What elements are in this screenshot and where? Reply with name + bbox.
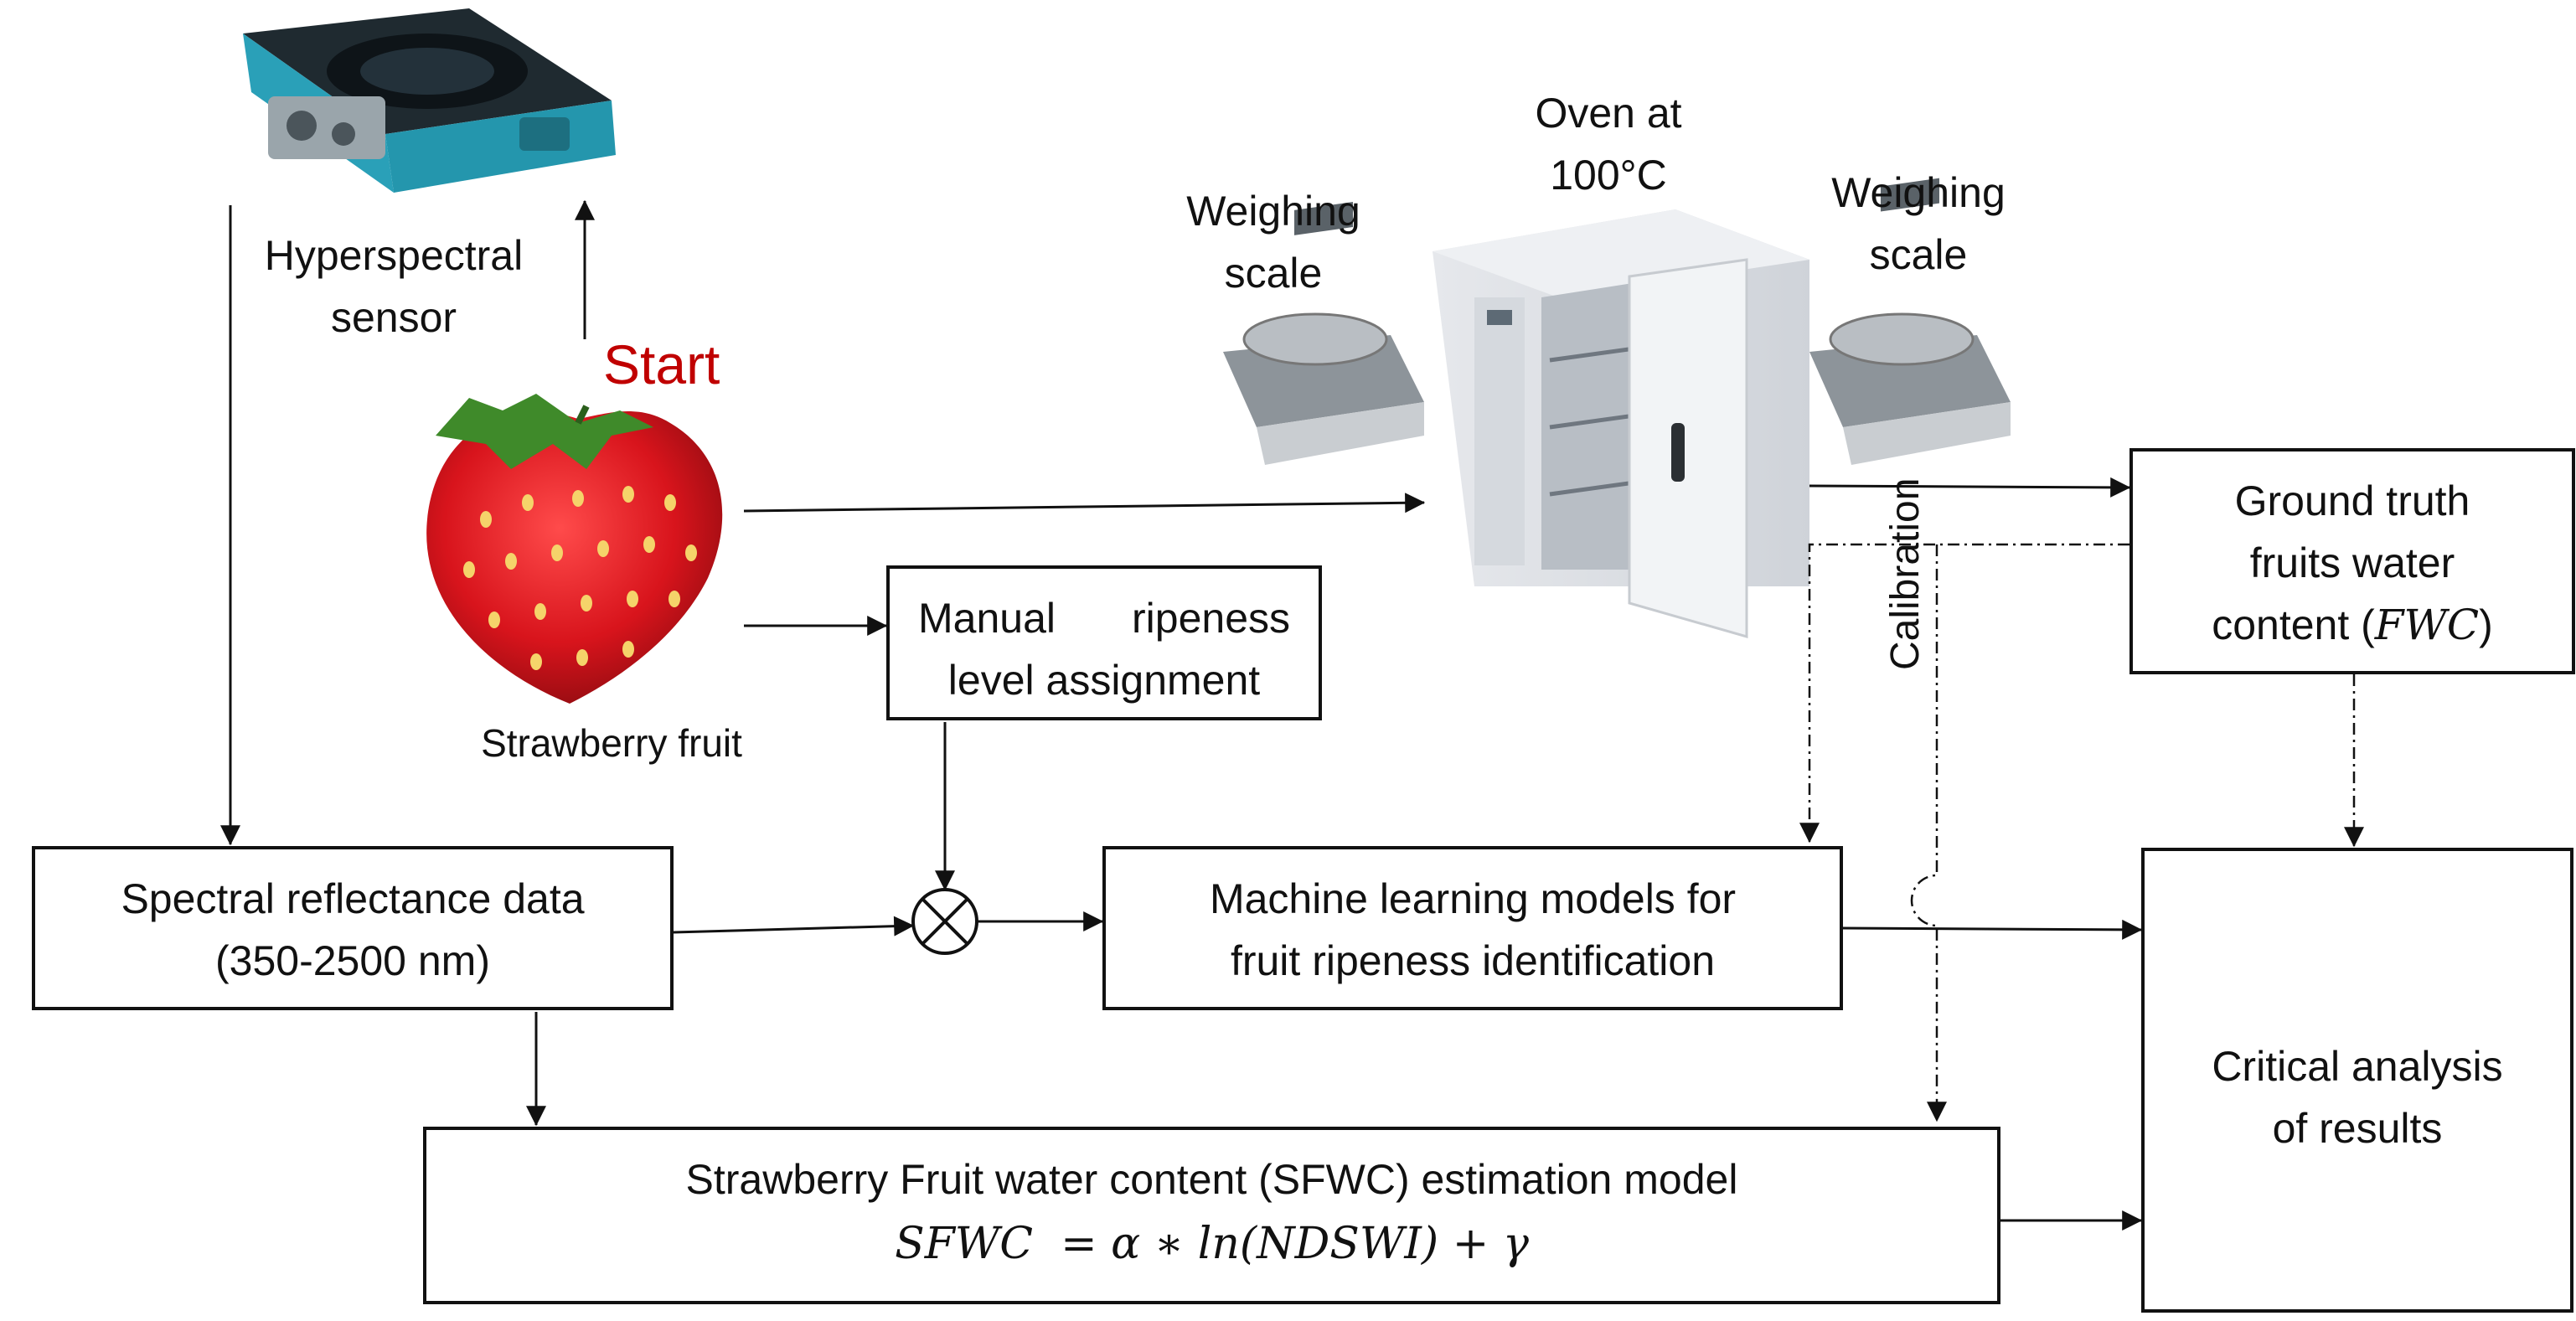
manual-box-line1: Manual ripeness (918, 595, 1290, 642)
sfwc-box-line1: Strawberry Fruit water content (SFWC) es… (685, 1156, 1738, 1203)
hyperspectral-label-line1: Hyperspectral (264, 232, 524, 279)
ground-box-line3: content (FWC) (2133, 594, 2572, 656)
sfwc-formula: SFWC = α ∗ ln(NDSWI) + γ (895, 1219, 1529, 1269)
arrow-groundtruth-to-ml-calibration (1799, 543, 2129, 844)
ml-box-line1: Machine learning models for (1209, 875, 1737, 922)
spectral-box-line2: (350-2500 nm) (215, 937, 490, 984)
oven-icon (1433, 209, 1809, 638)
arrow-strawberry-to-oven (743, 493, 1426, 513)
manual-ripeness-box: Manual ripeness level assignment (886, 565, 1322, 720)
ground-box-line2: fruits water (2249, 539, 2455, 586)
critical-box-line1: Critical analysis (2212, 1043, 2503, 1090)
arrow-oven-to-groundtruth (1809, 477, 2131, 498)
sfwc-model-box: Strawberry Fruit water content (SFWC) es… (423, 1127, 2000, 1304)
hyperspectral-sensor-label: Hyperspectral sensor (226, 224, 561, 348)
start-label: Start (603, 333, 720, 395)
weighing-right-line1: Weighing (1831, 169, 2006, 216)
oven-label-line1: Oven at (1535, 90, 1682, 137)
spectral-reflectance-box: Spectral reflectance data (350-2500 nm) (32, 846, 674, 1010)
multiplier-junction-icon (911, 888, 978, 955)
weighing-left-line1: Weighing (1186, 188, 1360, 235)
arrow-spectral-to-junction (673, 916, 915, 937)
weighing-left-line2: scale (1224, 250, 1323, 297)
hyperspectral-label-line2: sensor (330, 294, 457, 341)
oven-label: Oven at 100°C (1491, 82, 1726, 206)
manual-box-line2: level assignment (947, 657, 1261, 704)
weighing-scale-icon (1809, 178, 2011, 465)
ground-box-line3-text: content ( (2212, 601, 2375, 648)
weighing-right-line2: scale (1869, 231, 1968, 278)
strawberry-fruit-label: Strawberry fruit (481, 721, 742, 765)
hyperspectral-sensor-icon (243, 8, 616, 193)
calibration-label: Calibration (1883, 477, 1928, 670)
ground-box-line1: Ground truth (2234, 477, 2470, 524)
critical-box-line2: of results (2272, 1105, 2443, 1152)
weighing-scale-right-label: Weighing scale (1801, 162, 2036, 286)
ground-truth-box: Ground truth fruits water content (FWC) (2129, 448, 2575, 674)
weighing-scale-left-label: Weighing scale (1156, 180, 1391, 304)
weighing-scale-icon (1223, 202, 1424, 465)
arrow-groundtruth-to-sfwc-calibration (1910, 544, 1947, 1122)
ml-box-line2: fruit ripeness identification (1230, 937, 1716, 984)
oven-label-line2: 100°C (1550, 152, 1667, 199)
strawberry-icon (426, 394, 723, 704)
spectral-box-line1: Spectral reflectance data (121, 875, 585, 922)
ground-box-line3-end: ) (2479, 601, 2493, 648)
critical-analysis-box: Critical analysis of results (2141, 848, 2573, 1313)
arrow-ml-to-critical (1842, 919, 2143, 940)
ml-models-box: Machine learning models for fruit ripene… (1102, 846, 1843, 1010)
fwc-symbol: FWC (2374, 601, 2480, 649)
